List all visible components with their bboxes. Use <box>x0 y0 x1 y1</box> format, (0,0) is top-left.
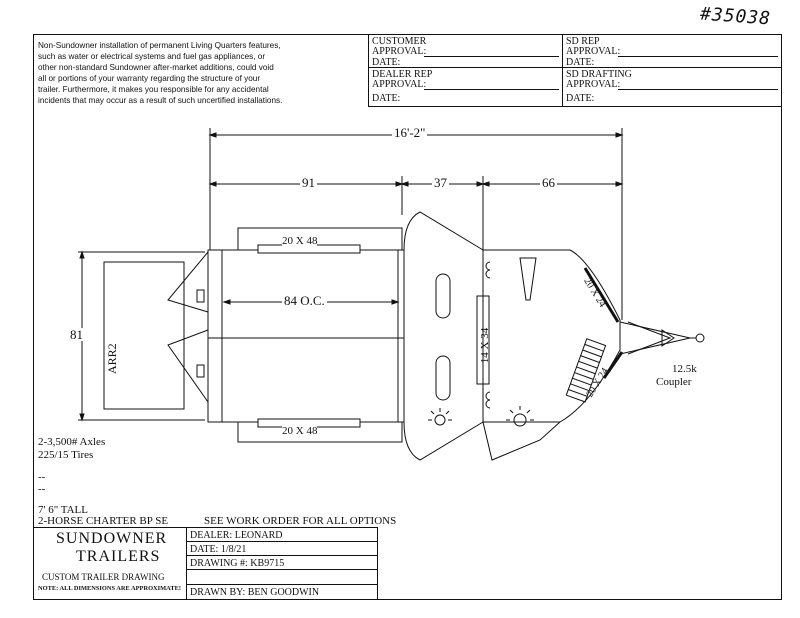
light-fixture <box>434 414 446 426</box>
drawing-number-field: DRAWING #: KB9715 <box>190 558 285 569</box>
horse-area-outline <box>207 249 405 423</box>
arrowhead <box>79 413 85 422</box>
hatched-block <box>565 338 607 403</box>
customer-approval-label-2: APPROVAL: <box>372 46 427 57</box>
tires-spec: 225/15 Tires <box>38 449 94 461</box>
sd-rep-approval-line[interactable] <box>618 56 778 57</box>
tail-light <box>196 364 205 378</box>
spec-placeholder: -- <box>38 483 46 495</box>
segment-a-label: 91 <box>300 175 317 190</box>
spec-placeholder: -- <box>38 471 46 483</box>
dealer-rep-label: DEALER REP <box>372 69 433 80</box>
ramp-label: ARR2 <box>105 343 119 374</box>
segment-c-label: 66 <box>540 175 557 190</box>
arrowhead <box>615 132 624 138</box>
arrowhead <box>208 181 217 187</box>
disclaimer-line: other non-standard Sundowner after-marke… <box>38 63 274 72</box>
customer-approval-line[interactable] <box>424 56 559 57</box>
sd-drafting-approval-line[interactable] <box>618 89 778 90</box>
light-rays <box>506 406 534 421</box>
rear-door-swing <box>167 329 209 403</box>
center-window-label: 14 X 34 <box>479 327 492 364</box>
width-label: 81 <box>68 327 85 342</box>
brand-name-1: SUNDOWNER <box>56 530 168 547</box>
title-block <box>33 527 378 600</box>
window-top-label: 20 X 48 <box>282 235 318 247</box>
mid-window-top <box>435 273 451 319</box>
customer-approval-label: CUSTOMER <box>372 36 427 47</box>
coupler-jack <box>661 329 675 347</box>
tie-ring <box>485 391 491 409</box>
disclaimer-line: all or portions of your warranty regardi… <box>38 74 261 83</box>
disclaimer-text: Non-Sundowner installation of permanent … <box>38 40 368 106</box>
mid-window-bottom <box>435 355 451 401</box>
tongue <box>619 321 691 355</box>
date-field: DATE: 1/8/21 <box>190 544 247 555</box>
arrowhead <box>395 181 404 187</box>
light-fixture <box>513 413 527 427</box>
arrowhead <box>481 181 490 187</box>
disclaimer-line: trailer. Furthermore, it makes you respo… <box>38 85 269 94</box>
disclaimer-line: incidents that may occur as a result of … <box>38 96 283 105</box>
disclaimer-line: such as water or electrical systems and … <box>38 52 266 61</box>
axles-spec: 2-3,500# Axles <box>38 436 106 448</box>
title-block-divider-v <box>186 527 187 600</box>
tie-ring <box>485 261 491 279</box>
arrowhead <box>208 132 217 138</box>
height-spec: 7' 6" TALL <box>38 504 88 516</box>
mid-section-outline <box>403 211 484 461</box>
sd-rep-date-label: DATE: <box>566 57 595 68</box>
drawing-type: CUSTOM TRAILER DRAWING <box>42 572 165 582</box>
coupler-hitch <box>695 333 705 343</box>
sd-rep-label-2: APPROVAL: <box>566 46 621 57</box>
arrowhead <box>400 181 409 187</box>
fender-bottom <box>237 422 403 443</box>
overall-length-label: 16'-2" <box>392 125 428 140</box>
sd-drafting-date-label: DATE: <box>566 93 595 104</box>
disclaimer-line: Non-Sundowner installation of permanent … <box>38 41 281 50</box>
rear-door-swing <box>167 251 209 313</box>
nose-window-line <box>602 351 624 379</box>
sd-drafting-label: SD DRAFTING <box>566 69 632 80</box>
sd-rep-label: SD REP <box>566 36 600 47</box>
coupler-label: Coupler <box>656 376 692 388</box>
tongue-inner <box>627 321 672 355</box>
title-block-row-line <box>186 569 378 570</box>
coupler-size-label: 12.5k <box>672 363 697 375</box>
dealer-rep-label-2: APPROVAL: <box>372 79 427 90</box>
arrowhead <box>79 250 85 259</box>
arrowhead <box>222 299 231 305</box>
drawn-by-field: DRAWN BY: BEN GOODWIN <box>190 587 320 598</box>
title-block-row-line <box>186 541 378 542</box>
light-rays <box>428 408 452 421</box>
rear-ramp <box>103 261 185 410</box>
dimensions-note: NOTE: ALL DIMENSIONS ARE APPROXIMATE! <box>38 585 181 592</box>
approval-grid <box>368 34 782 107</box>
customer-date-label: DATE: <box>372 57 401 68</box>
title-block-row-line <box>186 584 378 585</box>
nose-window-line <box>583 267 620 323</box>
dealer-field: DEALER: LEONARD <box>190 530 283 541</box>
approval-grid-divider-h <box>368 67 782 68</box>
brand-name-2: TRAILERS <box>76 548 161 565</box>
title-block-row-line <box>186 555 378 556</box>
nose-outline <box>482 249 621 423</box>
sd-drafting-label-2: APPROVAL: <box>566 79 621 90</box>
arrowhead <box>615 181 624 187</box>
nose-outline-lower <box>482 421 561 461</box>
dealer-date-label: DATE: <box>372 93 401 104</box>
arrowhead <box>476 181 485 187</box>
approval-grid-divider-v <box>562 34 563 107</box>
saddle-rack <box>519 257 537 301</box>
see-work-order-note: SEE WORK ORDER FOR ALL OPTIONS <box>204 515 397 527</box>
tail-light <box>196 289 205 303</box>
segment-b-label: 37 <box>432 175 449 190</box>
model-spec: 2-HORSE CHARTER BP SE <box>38 515 169 527</box>
dealer-approval-line[interactable] <box>424 89 559 90</box>
fender-top <box>237 227 403 250</box>
arrowhead <box>391 299 400 305</box>
window-bottom-label: 20 X 48 <box>282 425 318 437</box>
center-label: 84 O.C. <box>282 293 327 308</box>
